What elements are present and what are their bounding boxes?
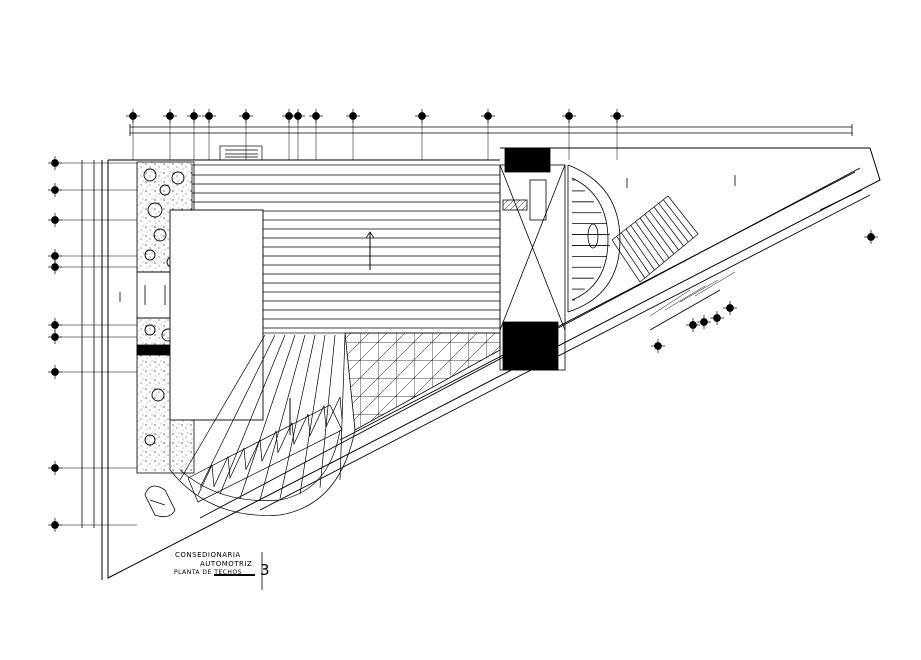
bridge-plank-line <box>616 236 646 279</box>
bridge-plank-line <box>621 232 650 275</box>
axis-marker <box>48 518 62 532</box>
truss-line <box>197 464 213 496</box>
axis-marker <box>48 183 62 197</box>
bridge-plank-line <box>630 225 660 267</box>
bridge-plank-line <box>644 214 675 255</box>
axis-line <box>694 271 736 297</box>
truss-line <box>323 405 327 428</box>
truss-line <box>245 439 261 470</box>
truss-line <box>291 422 295 445</box>
fan-line <box>319 334 336 488</box>
truss-line <box>261 430 277 462</box>
service-core <box>499 147 566 371</box>
left-dimension-lines <box>81 160 95 528</box>
truss-line <box>307 413 311 437</box>
curved-ramp <box>567 164 621 313</box>
axis-line <box>664 285 706 311</box>
axis-line <box>679 279 719 303</box>
project-title: CONSEDIONARIA <box>175 551 241 559</box>
bridge-plank-line <box>658 203 689 243</box>
axis-marker <box>48 461 62 475</box>
fan-line <box>259 334 306 501</box>
bridge-plank-line <box>625 228 655 271</box>
fan-line <box>219 334 286 495</box>
axis-marker <box>48 260 62 274</box>
sheet-number: 3 <box>260 561 270 579</box>
pedestrian-bridge <box>611 195 699 283</box>
lower-showroom <box>169 334 356 516</box>
axis-marker <box>48 318 62 332</box>
axis-marker <box>697 315 711 329</box>
truss-line <box>293 413 309 445</box>
diagonal-grid-axes <box>649 230 878 353</box>
truss-line <box>211 464 215 488</box>
fan-line <box>339 334 346 481</box>
site-boundary <box>101 147 881 580</box>
bridge-plank-line <box>649 210 679 251</box>
top-dimension-lines <box>129 124 853 136</box>
axis-marker <box>48 213 62 227</box>
bridge-plank-line <box>653 206 684 247</box>
bridge-plank-line <box>663 199 694 239</box>
diagonal-street-edge <box>199 167 871 519</box>
truss-line <box>227 456 231 479</box>
axis-marker <box>562 109 576 123</box>
axis-marker <box>415 109 429 123</box>
truss-line <box>325 396 341 428</box>
truss-line <box>275 430 279 454</box>
truss-line <box>259 439 263 462</box>
fan-line <box>279 334 316 499</box>
title-block: CONSEDIONARIA AUTOMOTRIZ PLANTA DE TECHO… <box>160 551 280 587</box>
fan-line <box>199 334 276 488</box>
truss-line <box>243 447 247 471</box>
fan-line <box>239 334 296 499</box>
glass-skylight <box>344 332 501 431</box>
bridge-plank-line <box>639 217 670 259</box>
axis-marker <box>239 109 253 123</box>
axis-marker <box>864 230 878 244</box>
fan-line <box>179 334 266 481</box>
axis-marker <box>686 318 700 332</box>
axis-marker <box>48 330 62 344</box>
left-grid-axes <box>48 156 137 532</box>
bridge-plank-line <box>635 221 665 263</box>
truss-line <box>229 447 245 479</box>
axis-marker <box>723 301 737 315</box>
car-symbol <box>144 485 176 518</box>
truss-line <box>213 456 229 487</box>
axis-marker <box>48 249 62 263</box>
axis-line <box>649 289 691 317</box>
main-roof <box>169 145 501 421</box>
axis-marker <box>187 109 201 123</box>
truss-line <box>339 396 343 420</box>
top-grid-axes <box>126 109 624 160</box>
slope-arrows <box>119 175 736 302</box>
axis-marker <box>48 365 62 379</box>
fan-line <box>299 334 326 495</box>
axis-marker <box>710 311 724 325</box>
drawing-title: PLANTA DE TECHOS <box>174 569 242 576</box>
project-subtitle: AUTOMOTRIZ <box>200 560 253 568</box>
axis-marker <box>651 339 665 353</box>
axis-marker <box>309 109 323 123</box>
axis-marker <box>48 156 62 170</box>
truss-line <box>309 405 325 436</box>
